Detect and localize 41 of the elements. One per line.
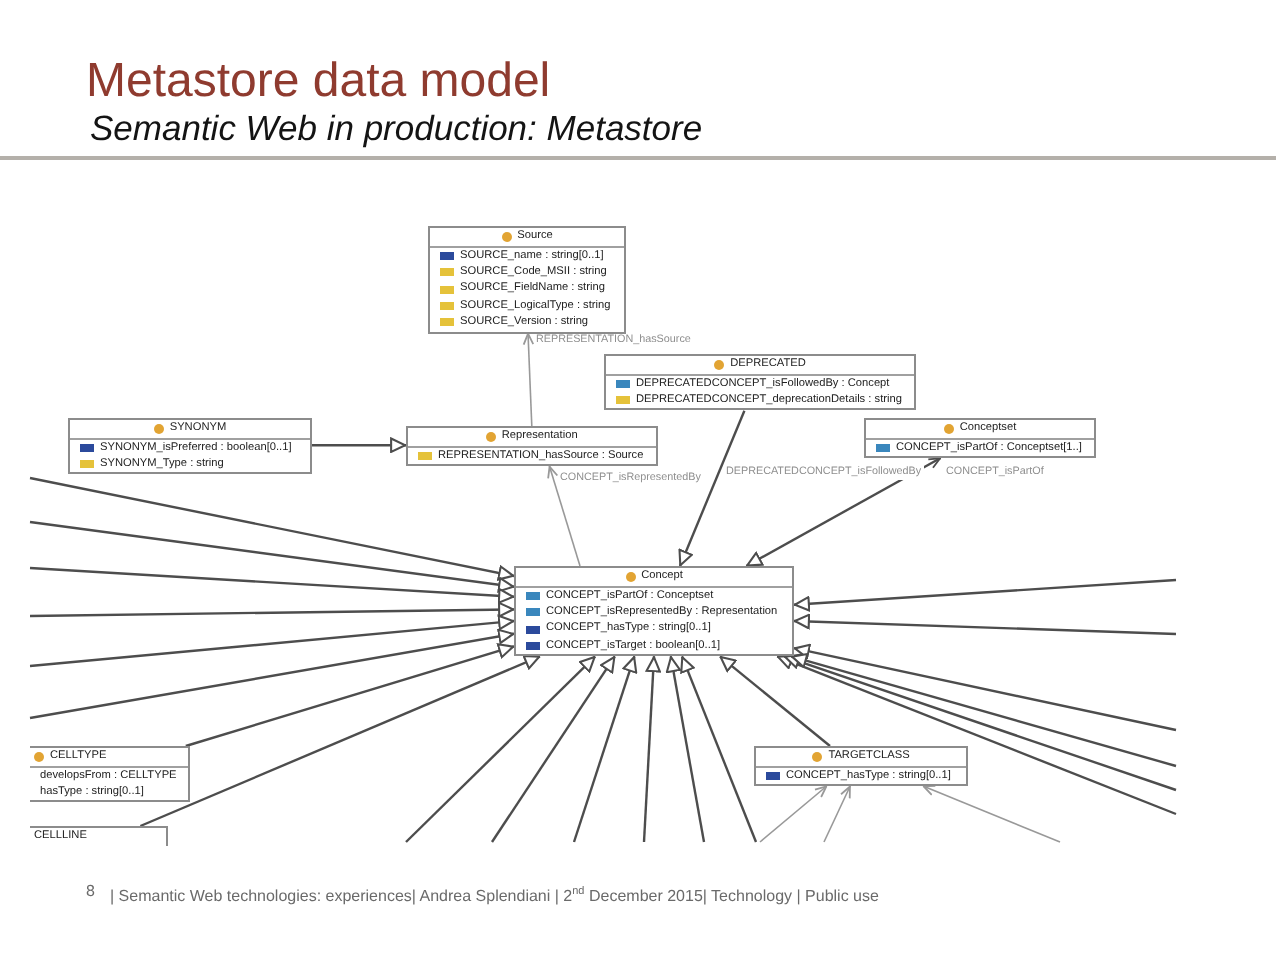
- arrow: [922, 784, 1061, 843]
- arrow: [185, 643, 515, 748]
- class-box: [864, 418, 1096, 458]
- page-number: 8: [86, 882, 95, 902]
- class-box: [30, 746, 191, 803]
- arrow: [790, 652, 1177, 768]
- arrow: [312, 437, 407, 453]
- arrow: [793, 643, 1177, 732]
- arrow: [30, 601, 515, 618]
- footer-text: | Semantic Web technologies: experiences| Andrea Splendiani | 2$^{nd}$ December 2015| Technology | Public use: [110, 884, 879, 908]
- arrow: [547, 465, 581, 567]
- arrow: [759, 785, 828, 843]
- arrow: [642, 656, 661, 843]
- arrow: [745, 456, 942, 568]
- arrow: [29, 628, 515, 720]
- class-box: [604, 354, 916, 411]
- arrow: [776, 654, 1177, 816]
- arrow: [793, 613, 1177, 636]
- arrow: [522, 332, 535, 427]
- arrow: [29, 520, 515, 593]
- class-box: [754, 746, 968, 786]
- arrow: [29, 566, 515, 604]
- arrow: [572, 656, 638, 843]
- arrow: [678, 410, 746, 567]
- arrow: [783, 653, 1177, 792]
- slide-title: Metastore data model: [86, 54, 551, 108]
- class-box: [428, 226, 626, 334]
- class-box: [406, 426, 658, 466]
- arrow: [680, 655, 758, 843]
- arrow: [29, 614, 515, 668]
- arrow: [491, 655, 616, 843]
- arrow: [405, 655, 597, 843]
- arrow: [793, 578, 1177, 612]
- class-box: [68, 418, 312, 475]
- arrow: [139, 655, 541, 828]
- arrow: [665, 656, 706, 843]
- arrow: [29, 476, 515, 581]
- arrow: [823, 785, 851, 843]
- arrow: [719, 655, 831, 747]
- slide-subtitle: Semantic Web in production: Metastore: [90, 108, 703, 148]
- class-box: [514, 566, 794, 657]
